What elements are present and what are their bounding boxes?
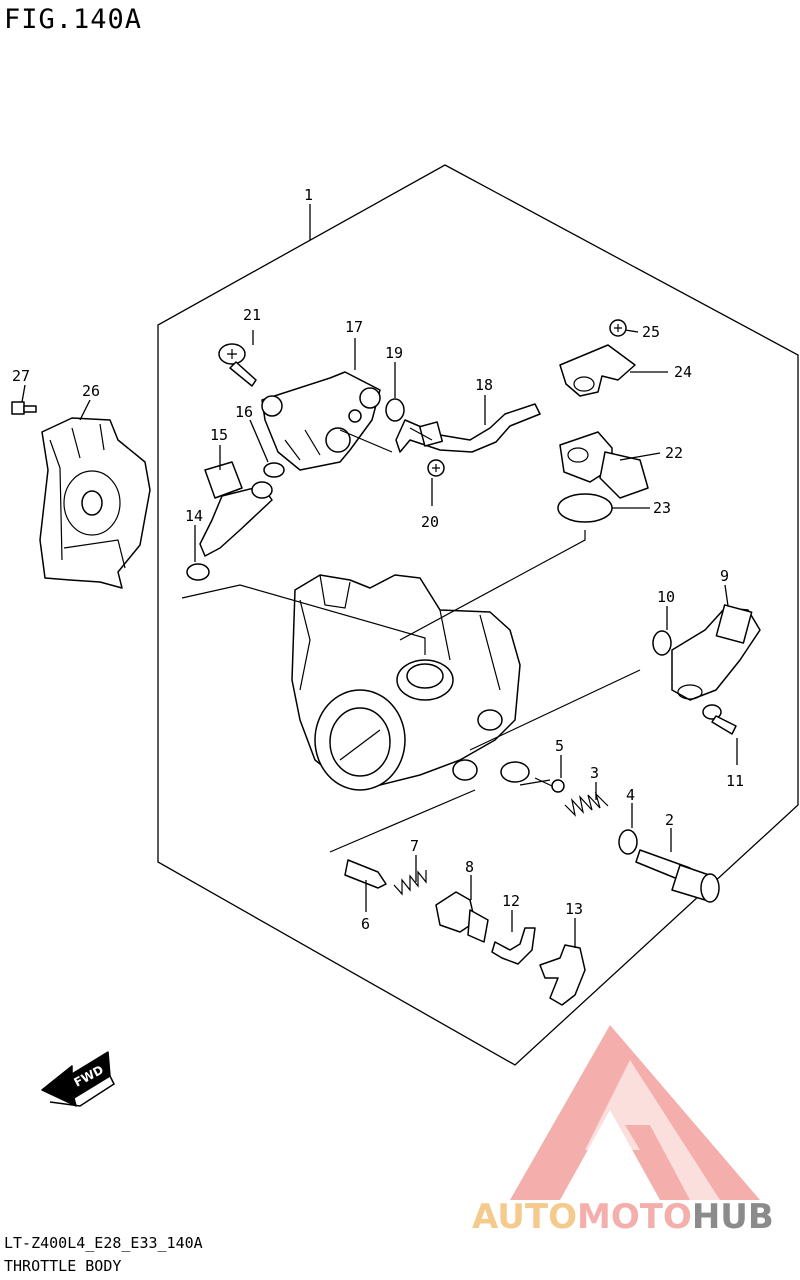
model-code: LT-Z400L4_E28_E33_140A bbox=[4, 1234, 203, 1252]
figure-title: FIG.140A bbox=[4, 4, 143, 35]
part-25-screw bbox=[609, 319, 627, 337]
watermark-logo: AUTOMOTOHUB bbox=[472, 1025, 774, 1237]
part-24-bracket bbox=[559, 344, 636, 397]
callout-20: 20 bbox=[421, 513, 439, 531]
callout-3: 3 bbox=[590, 764, 599, 782]
part-19-o-ring bbox=[385, 398, 405, 422]
callout-14: 14 bbox=[185, 507, 203, 525]
callout-1: 1 bbox=[304, 186, 313, 204]
part-23-o-ring bbox=[557, 493, 613, 523]
leader-lines bbox=[21, 204, 738, 948]
part-6-plunger bbox=[344, 859, 387, 889]
callout-25: 25 bbox=[642, 323, 660, 341]
part-17-delivery-pipe bbox=[261, 371, 381, 471]
callout-4: 4 bbox=[626, 786, 635, 804]
callout-22: 22 bbox=[665, 444, 683, 462]
part-9-tps bbox=[671, 604, 761, 701]
part-18-fuel-hose bbox=[395, 403, 541, 453]
callout-9: 9 bbox=[720, 567, 729, 585]
callout-21: 21 bbox=[243, 306, 261, 324]
callout-2: 2 bbox=[665, 811, 674, 829]
svg-text:AUTOMOTOHUB: AUTOMOTOHUB bbox=[472, 1197, 774, 1237]
part-2-adjust-screw bbox=[635, 849, 720, 903]
callout-26: 26 bbox=[82, 382, 100, 400]
part-13-elbow bbox=[539, 944, 586, 1006]
callout-23: 23 bbox=[653, 499, 671, 517]
watermark-hub: HUB bbox=[692, 1197, 774, 1237]
callout-12: 12 bbox=[502, 892, 520, 910]
fwd-arrow-icon: FWD bbox=[41, 1051, 115, 1107]
throttle-body bbox=[291, 574, 530, 791]
callout-18: 18 bbox=[475, 376, 493, 394]
callout-10: 10 bbox=[657, 588, 675, 606]
callout-6: 6 bbox=[361, 915, 370, 933]
part-21-screw bbox=[218, 343, 257, 387]
callout-7: 7 bbox=[410, 837, 419, 855]
part-10-o-ring bbox=[652, 630, 672, 656]
part-8-nut bbox=[435, 891, 489, 943]
part-22-sensor bbox=[559, 431, 649, 499]
callout-17: 17 bbox=[345, 318, 363, 336]
watermark-auto: AUTO bbox=[472, 1197, 577, 1237]
part-26-cover bbox=[39, 417, 151, 589]
watermark-moto: MOTO bbox=[577, 1197, 692, 1237]
section-title: THROTTLE BODY bbox=[4, 1257, 122, 1275]
assembly-boundary bbox=[157, 164, 799, 1066]
callout-5: 5 bbox=[555, 737, 564, 755]
part-7-spring bbox=[393, 870, 427, 896]
callout-19: 19 bbox=[385, 344, 403, 362]
part-5-screw bbox=[534, 777, 565, 793]
part-27-bolt bbox=[11, 401, 37, 415]
callout-labels: 1 2 3 4 5 6 7 8 9 10 11 12 13 14 15 16 1… bbox=[12, 186, 744, 933]
part-12-hose bbox=[491, 927, 536, 965]
callout-15: 15 bbox=[210, 426, 228, 444]
callout-11: 11 bbox=[726, 772, 744, 790]
callout-27: 27 bbox=[12, 367, 30, 385]
callout-24: 24 bbox=[674, 363, 692, 381]
part-11-screw bbox=[702, 704, 737, 735]
callout-13: 13 bbox=[565, 900, 583, 918]
part-15-injector bbox=[199, 461, 273, 557]
part-16-o-ring bbox=[263, 462, 285, 478]
part-4-o-ring bbox=[618, 829, 638, 855]
callout-8: 8 bbox=[465, 858, 474, 876]
guide-lines bbox=[181, 427, 641, 853]
part-3-spring bbox=[564, 791, 609, 817]
part-14-o-ring bbox=[186, 563, 210, 581]
part-20-screw bbox=[427, 459, 445, 477]
callout-16: 16 bbox=[235, 403, 253, 421]
